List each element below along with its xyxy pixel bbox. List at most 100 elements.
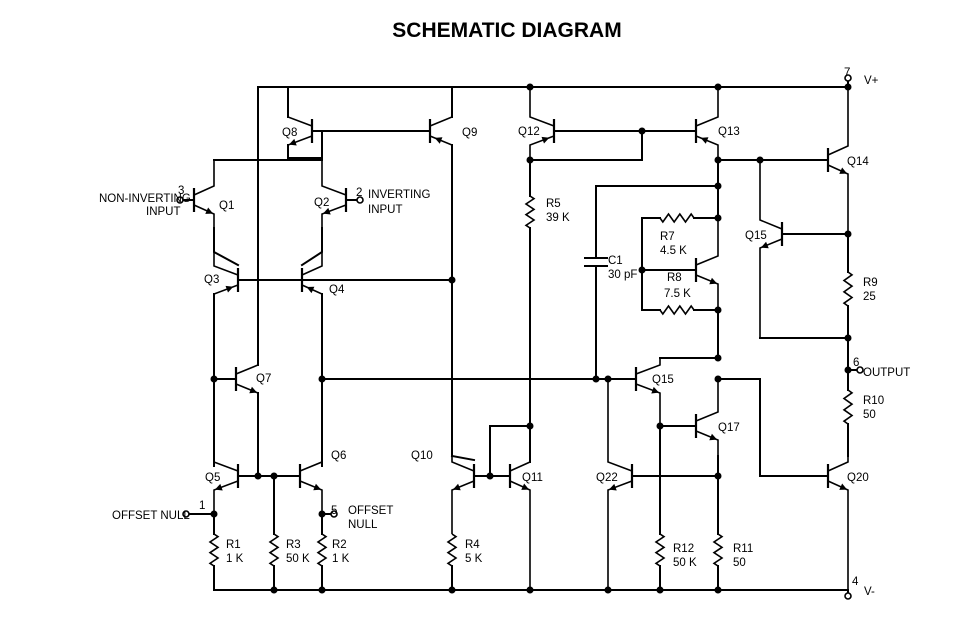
offset-null-1-label: OFFSET NULL	[112, 510, 190, 522]
transistor-q15-upper	[759, 160, 784, 338]
emitter-arrow	[709, 277, 718, 285]
pin-3-label: 3	[178, 185, 184, 197]
c1-value: 30 pF	[608, 269, 637, 281]
resistor-r1	[208, 533, 220, 567]
junction-dot	[638, 127, 646, 135]
c1-label: C1	[608, 255, 623, 267]
junction-dot	[714, 354, 722, 362]
r5-label: R5	[546, 198, 561, 210]
junction-dot	[318, 586, 326, 594]
q11-label: Q11	[522, 472, 543, 484]
pin-2-label: 2	[356, 187, 362, 199]
r8-label: R8	[667, 272, 682, 284]
resistor-r3	[268, 533, 280, 567]
q6-label: Q6	[331, 450, 346, 462]
pin-terminal	[856, 366, 864, 374]
r1-label: R1	[226, 539, 241, 551]
q8-emitter-wire	[287, 144, 323, 159]
junction-dot	[844, 230, 852, 238]
emitter-lead	[213, 284, 239, 378]
emitter-arrow	[313, 483, 322, 491]
r4-label: R4	[465, 539, 480, 551]
emitter-lead	[451, 480, 475, 534]
transistor-q4	[300, 252, 323, 378]
junction-dot	[756, 156, 764, 164]
transistor-q5	[213, 460, 240, 514]
r11-label: R11	[733, 543, 753, 555]
junction-dot	[844, 366, 852, 374]
pin-terminal	[182, 510, 190, 518]
emitter-lead	[509, 480, 531, 590]
transistor-q12	[529, 87, 556, 160]
junction-dots	[176, 74, 864, 600]
transistor-q15-lower	[634, 358, 661, 426]
q20-label: Q20	[847, 472, 869, 484]
collector-lead	[193, 160, 215, 196]
pin-terminal	[844, 74, 852, 82]
q2-label: Q2	[314, 197, 329, 209]
transistor-q9	[428, 87, 453, 230]
collector-lead	[213, 460, 239, 472]
emitter-lead	[301, 284, 323, 378]
emitter-lead	[287, 135, 313, 160]
r8-value: 7.5 K	[664, 288, 691, 300]
collector-lead	[213, 252, 239, 276]
q8-label: Q8	[282, 127, 297, 139]
collector-lead	[299, 460, 323, 472]
wires	[179, 77, 858, 597]
collector-lead	[301, 252, 323, 276]
q1-label: Q1	[219, 200, 234, 212]
q9-label: Q9	[462, 127, 477, 139]
output-label: OUTPUT	[863, 367, 910, 379]
emitter-arrow	[651, 386, 660, 394]
emitter-lead	[213, 480, 239, 514]
r10-label: R10	[863, 395, 884, 407]
offset-null-5-label: OFFSET	[348, 505, 393, 517]
emitter-lead	[429, 135, 453, 230]
collector-lead	[695, 87, 719, 127]
junction-dot	[844, 334, 852, 342]
r7-value: 4.5 K	[660, 245, 687, 257]
pin-terminal	[844, 592, 852, 600]
junction-dot	[604, 586, 612, 594]
emitter-arrow	[760, 241, 769, 249]
r2-value: 1 K	[332, 553, 350, 565]
resistor-r4	[446, 533, 458, 567]
pin-1-label: 1	[199, 500, 205, 512]
transistor-q1	[192, 160, 215, 228]
q5-label: Q5	[205, 472, 220, 484]
emitter-arrow	[306, 286, 315, 294]
emitter-arrow	[452, 483, 461, 491]
collector-lead	[607, 379, 633, 472]
junction-dot	[656, 422, 664, 430]
emitter-lead	[695, 274, 719, 310]
resistor-r5	[524, 195, 536, 229]
r7-label: R7	[660, 231, 675, 243]
resistor-r2	[316, 533, 328, 567]
emitter-arrow	[434, 137, 443, 144]
noninverting-label: NON-INVERTING	[99, 193, 191, 205]
r3-label: R3	[286, 539, 301, 551]
junction-dot	[714, 182, 722, 190]
transistor-q10	[451, 456, 476, 534]
q7-label: Q7	[256, 373, 271, 385]
junction-dot	[714, 83, 722, 91]
r10-value: 50	[863, 409, 876, 421]
emitter-arrow	[249, 386, 258, 394]
junction-dot	[526, 586, 534, 594]
transistor-q20	[826, 456, 849, 590]
pin-6-label: 6	[853, 357, 859, 369]
emitter-lead	[529, 135, 555, 160]
junction-dot	[656, 586, 664, 594]
q10-label: Q10	[411, 450, 433, 462]
transistor-q6	[298, 460, 323, 514]
q4-label: Q4	[329, 284, 345, 296]
resistor-r11	[712, 533, 724, 567]
emitter-arrow	[839, 483, 848, 490]
resistor-r12	[654, 533, 666, 567]
r2-label: R2	[332, 539, 347, 551]
junction-dot	[714, 306, 722, 314]
collector-lead	[635, 358, 661, 375]
r3-value: 50 K	[286, 553, 310, 565]
